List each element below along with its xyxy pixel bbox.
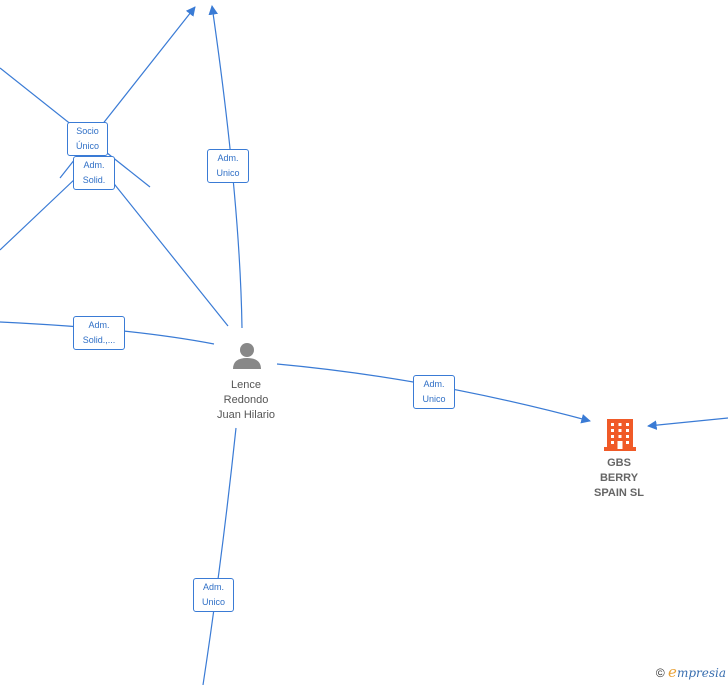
edge-label-adm-unico-bottom[interactable]: Adm. Unico: [193, 578, 234, 612]
edge-label-adm-solid[interactable]: Adm. Solid.: [73, 156, 115, 190]
edge-label-line2: Único: [75, 141, 99, 151]
company-name-line1: GBS: [607, 457, 631, 469]
edge-label-adm-solid-2[interactable]: Adm. Solid.,...: [73, 316, 125, 350]
edge-label-line2: Unico: [201, 597, 225, 607]
edge-label-line1: Adm.: [423, 379, 445, 389]
edge-adm-solid-to-person: [94, 159, 229, 327]
person-icon[interactable]: [233, 343, 261, 369]
building-icon[interactable]: [604, 419, 636, 451]
edge-label-line2: Solid.: [82, 175, 106, 185]
edge-right-to-company: [647, 417, 728, 430]
edge-adm-unico-top: [208, 5, 243, 329]
copyright-symbol: ©: [655, 666, 665, 680]
edge-label-line1: Adm.: [217, 153, 239, 163]
brand-rest: mpresia: [676, 666, 726, 680]
edge-label-adm-unico-company[interactable]: Adm. Unico: [413, 375, 455, 409]
person-name-line2: Redondo: [223, 394, 269, 406]
edge-label-adm-unico-top[interactable]: Adm. Unico: [207, 149, 249, 183]
edge-label-line2: Unico: [422, 394, 446, 404]
edge-label-line1: Adm.: [83, 160, 105, 170]
brand-first-letter: e: [668, 663, 677, 681]
edge-adm-unico-bottom: [202, 427, 237, 685]
company-name-line2: BERRY: [599, 472, 639, 484]
company-name-line3: SPAIN SL: [594, 487, 644, 499]
edge-label-line1: Adm.: [88, 320, 110, 330]
edge-label-line2: Solid.,...: [82, 335, 116, 345]
empresia-watermark: © empresia: [656, 663, 726, 681]
company-name[interactable]: GBS BERRY SPAIN SL: [579, 456, 659, 501]
person-name[interactable]: Lence Redondo Juan Hilario: [205, 378, 287, 423]
edge-label-line1: Socio: [76, 126, 99, 136]
person-name-line3: Juan Hilario: [216, 409, 276, 421]
edge-label-line1: Adm.: [202, 582, 224, 592]
edge-label-socio-unico[interactable]: Socio Único: [67, 122, 108, 156]
person-name-line1: Lence: [231, 379, 261, 391]
edge-label-line2: Unico: [216, 168, 240, 178]
